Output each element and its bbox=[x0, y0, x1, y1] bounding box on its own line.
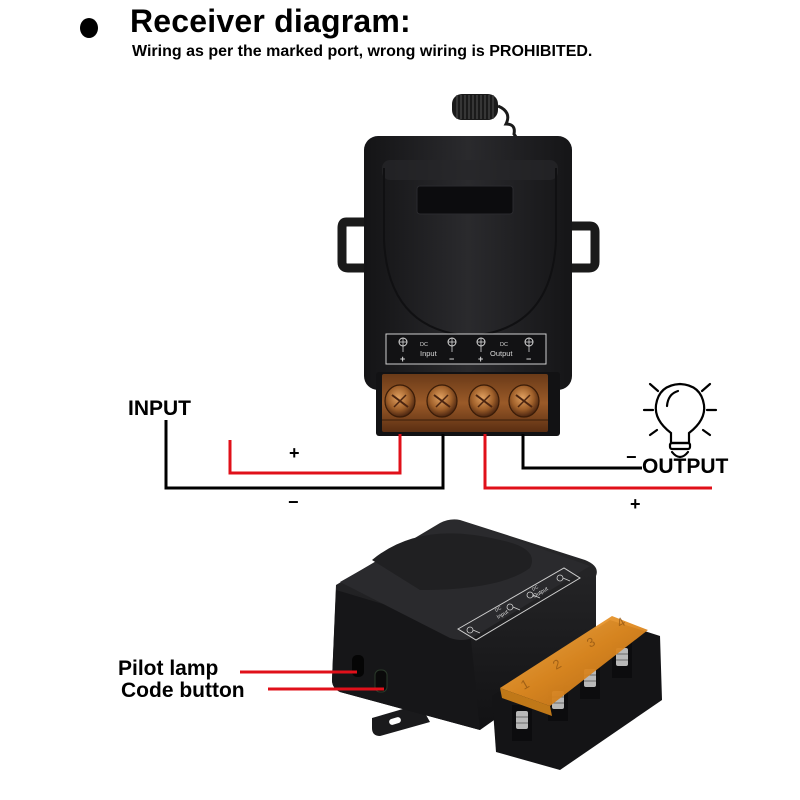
antenna-coil bbox=[452, 94, 520, 141]
output-negative-wire bbox=[521, 434, 642, 470]
output-plus-sign: + bbox=[630, 494, 641, 514]
terminal-screw-icon bbox=[508, 384, 540, 418]
terminal-screw-icon bbox=[468, 384, 500, 418]
terminal-sign: − bbox=[449, 354, 454, 364]
panel3d-output-dc: DC bbox=[531, 584, 540, 592]
terminal-symbol-icon: − bbox=[524, 337, 534, 364]
panel-output-text: Output bbox=[490, 349, 513, 358]
receiver-body bbox=[364, 136, 572, 390]
terminal-symbol-icon bbox=[466, 626, 481, 634]
warning-subtitle: Wiring as per the marked port, wrong wir… bbox=[132, 43, 593, 60]
terminal-sign: + bbox=[478, 354, 483, 364]
mounting-ear-right bbox=[568, 221, 600, 273]
terminal-block bbox=[376, 372, 560, 436]
input-positive-wire bbox=[228, 434, 402, 475]
diagram-title: Receiver diagram: bbox=[130, 3, 411, 39]
input-label: INPUT bbox=[128, 397, 191, 420]
display-window bbox=[416, 185, 514, 215]
panel-input-text: Input bbox=[420, 349, 438, 358]
terminal-symbol-icon bbox=[556, 574, 571, 582]
terminal-symbol-icon: + bbox=[476, 337, 486, 364]
panel3d-input-text: Input bbox=[496, 609, 510, 621]
code-button[interactable] bbox=[374, 669, 388, 693]
pilot-lamp-label: Pilot lamp bbox=[118, 657, 219, 680]
panel3d-input-dc: DC bbox=[494, 605, 503, 613]
terminal-screw-icon bbox=[384, 384, 416, 418]
terminal-symbol-icon bbox=[506, 603, 521, 611]
code-button-label: Code button bbox=[121, 679, 245, 702]
input-negative-wire bbox=[164, 420, 445, 490]
terminal-label-panel-3d: DC Input DC Output bbox=[457, 567, 581, 641]
mounting-ear-left bbox=[337, 217, 372, 273]
panel-input-dc: DC bbox=[420, 342, 428, 348]
terminal-sign: + bbox=[400, 354, 405, 364]
light-bulb-icon bbox=[642, 382, 718, 459]
terminal-symbol-icon bbox=[526, 591, 541, 599]
wiring bbox=[164, 420, 712, 490]
receiver-top-view: + − + − DC Input DC Output bbox=[337, 94, 600, 436]
bullet-icon bbox=[80, 18, 98, 38]
terminal-symbol-icon: + bbox=[398, 337, 408, 364]
terminal-label-panel: + − + − DC Input DC Output bbox=[385, 333, 547, 365]
input-plus-sign: + bbox=[289, 443, 300, 463]
panel-output-dc: DC bbox=[500, 342, 508, 348]
input-minus-sign: − bbox=[288, 492, 299, 512]
output-label: OUTPUT bbox=[642, 455, 729, 478]
amber-terminal-cover bbox=[500, 616, 648, 706]
terminal-symbol-icon: − bbox=[447, 337, 457, 364]
terminal-sign: − bbox=[526, 354, 531, 364]
terminal-post bbox=[512, 705, 532, 741]
terminal-screw-icon bbox=[426, 384, 458, 418]
output-positive-wire bbox=[483, 434, 712, 490]
pilot-lamp bbox=[352, 655, 364, 677]
output-minus-sign: − bbox=[626, 447, 637, 467]
